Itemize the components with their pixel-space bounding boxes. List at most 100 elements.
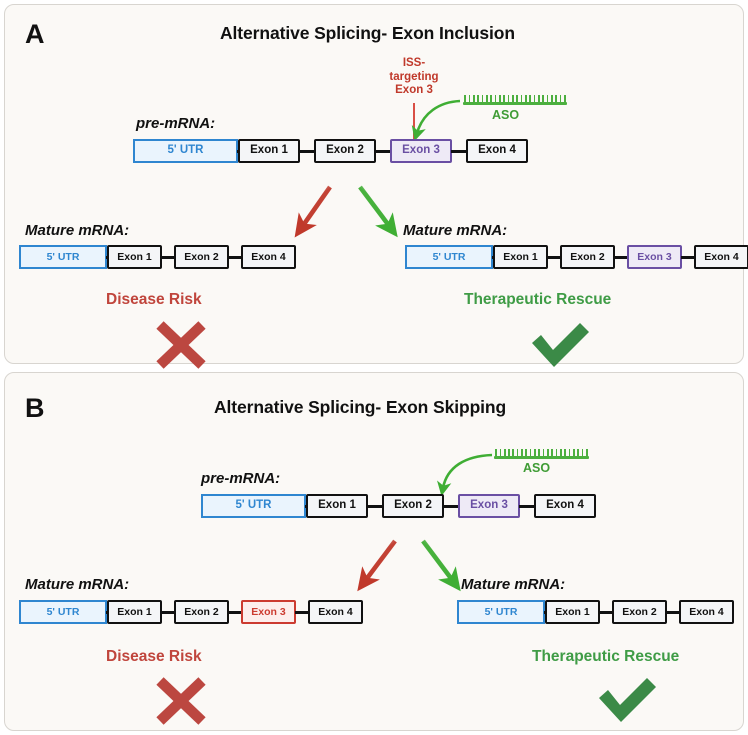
iss-line-1: ISS-	[402, 57, 426, 69]
intron-connector	[299, 150, 315, 153]
mature-mrna-label-a-left: Mature mRNA:	[25, 222, 130, 239]
exon-segment: Exon 4	[534, 494, 596, 518]
aso-tick	[485, 95, 488, 103]
exon-segment: Exon 1	[493, 245, 548, 269]
aso-tick	[494, 95, 497, 103]
aso-tick	[508, 449, 510, 457]
exon-segment: Exon 4	[694, 245, 748, 269]
verdict-b-left: Disease Risk	[106, 648, 202, 665]
aso-label-b: ASO	[523, 461, 551, 475]
mature-mrna-label-a-right: Mature mRNA:	[403, 222, 508, 239]
aso-tick	[572, 449, 575, 457]
pre-mrna-label-a: pre-mRNA:	[136, 115, 216, 132]
aso-backbone-b	[494, 456, 589, 459]
exon-segment: Exon 3	[241, 600, 296, 624]
cross-mark-icon-b	[156, 677, 206, 725]
panel-b-title: Alternative Splicing- Exon Skipping	[214, 397, 507, 417]
aso-tick	[520, 95, 523, 103]
intron-connector	[161, 256, 175, 259]
aso-tick	[568, 449, 571, 457]
aso-tick	[563, 95, 566, 103]
exon-segment: Exon 1	[107, 245, 162, 269]
aso-label-a: ASO	[492, 108, 520, 122]
intron-connector	[375, 150, 391, 153]
mature-mrna-label-b-left: Mature mRNA:	[25, 576, 130, 593]
intron-connector	[451, 150, 467, 153]
aso-tick	[555, 449, 558, 457]
check-mark-icon-b	[599, 678, 656, 722]
aso-oligo-icon	[463, 93, 567, 105]
utr-segment: 5' UTR	[19, 245, 107, 269]
panel-a: A Alternative Splicing- Exon Inclusion I…	[4, 4, 748, 369]
exon-segment: Exon 4	[466, 139, 528, 163]
exon-segment: Exon 2	[560, 245, 615, 269]
aso-tick	[547, 449, 549, 457]
check-mark-icon	[532, 323, 589, 367]
aso-tick	[477, 95, 479, 103]
aso-tick	[472, 95, 475, 103]
aso-tick	[481, 95, 484, 103]
aso-tick	[550, 95, 553, 103]
aso-tick	[529, 449, 532, 457]
aso-tick	[516, 449, 519, 457]
aso-tick	[564, 449, 566, 457]
utr-segment: 5' UTR	[457, 600, 545, 624]
exon-segment: Exon 2	[174, 245, 229, 269]
cross-mark-icon	[156, 321, 206, 369]
intron-connector	[295, 611, 309, 614]
iss-line-3: Exon 3	[395, 84, 433, 97]
exon-segment: Exon 2	[612, 600, 667, 624]
panel-letter-b: B	[25, 393, 45, 423]
utr-segment: 5' UTR	[19, 600, 107, 624]
aso-tick	[538, 449, 541, 457]
aso-backbone	[463, 102, 567, 105]
aso-binding-arrow-b	[437, 453, 493, 497]
intron-connector	[228, 611, 242, 614]
exon-segment: Exon 3	[627, 245, 682, 269]
aso-tick	[577, 449, 579, 457]
aso-tick	[546, 95, 549, 103]
aso-tick	[559, 449, 562, 457]
intron-connector	[547, 256, 561, 259]
aso-tick	[524, 95, 527, 103]
exon-segment: Exon 4	[679, 600, 734, 624]
aso-tick	[555, 95, 557, 103]
utr-segment: 5' UTR	[133, 139, 238, 163]
aso-tick	[498, 95, 501, 103]
aso-tick	[490, 95, 492, 103]
aso-tick	[533, 95, 536, 103]
exon-segment: Exon 1	[238, 139, 300, 163]
exon-segment: Exon 1	[545, 600, 600, 624]
aso-binding-arrow-a	[411, 99, 461, 141]
aso-tick	[559, 95, 562, 103]
exon-segment: Exon 4	[241, 245, 296, 269]
aso-tick	[503, 449, 506, 457]
intron-connector	[367, 505, 383, 508]
aso-oligo-icon-b	[494, 447, 589, 459]
panel-a-title: Alternative Splicing- Exon Inclusion	[220, 23, 515, 43]
aso-tick	[529, 95, 531, 103]
aso-tick	[464, 95, 466, 103]
exon-segment: Exon 2	[314, 139, 376, 163]
pre-mrna-label-b: pre-mRNA:	[201, 470, 281, 487]
exon-segment: Exon 2	[174, 600, 229, 624]
utr-segment: 5' UTR	[405, 245, 493, 269]
exon-segment: Exon 4	[308, 600, 363, 624]
aso-tick	[551, 449, 554, 457]
intron-connector	[161, 611, 175, 614]
verdict-a-left: Disease Risk	[106, 291, 202, 308]
intron-connector	[614, 256, 628, 259]
intron-connector	[599, 611, 613, 614]
iss-line-2: targeting	[389, 70, 439, 83]
aso-tick	[503, 95, 505, 103]
aso-tick	[499, 449, 502, 457]
exon-segment: Exon 2	[382, 494, 444, 518]
aso-tick	[542, 449, 545, 457]
utr-segment: 5' UTR	[201, 494, 306, 518]
aso-tick	[534, 449, 536, 457]
aso-tick	[521, 449, 523, 457]
